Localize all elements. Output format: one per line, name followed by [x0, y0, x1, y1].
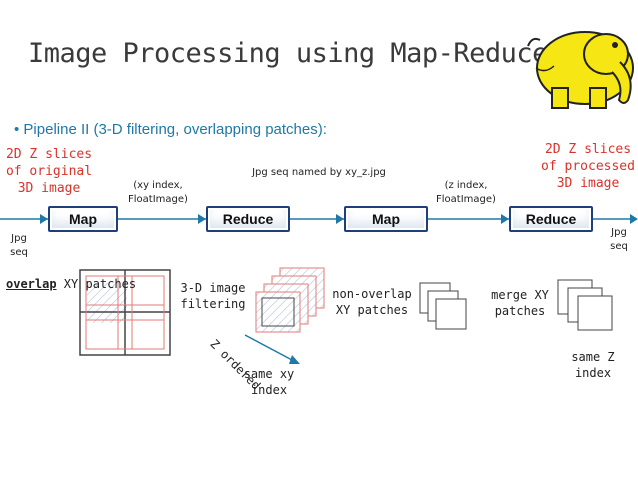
non-overlap-stack [419, 282, 467, 330]
map-stage-2: Map [344, 206, 428, 232]
same-z-index-label: same Z index [571, 350, 615, 380]
input-slices-label: 2D Z slices of original 3D image [5, 147, 93, 196]
pipeline-bullet: • Pipeline II (3-D filtering, overlappin… [14, 121, 327, 138]
input-jpg-seq-label: Jpg seq [10, 233, 28, 258]
merge-stack [557, 279, 613, 331]
z-ordered-arrow [244, 334, 293, 361]
map-stage-1: Map [48, 206, 118, 232]
overlap-patches-figure [79, 269, 171, 356]
overlap-patches-label: overlap XY patches [6, 276, 136, 292]
edge-label-z-index: (z index, FloatImage) [436, 180, 496, 205]
filtered-slices-figure [255, 267, 325, 333]
reduce-stage-1: Reduce [206, 206, 290, 232]
reduce-stage-2: Reduce [509, 206, 593, 232]
filtering-label: 3-D image filtering [180, 281, 246, 311]
overlap-rest: XY patches [56, 277, 137, 291]
edge-label-xy-index: (xy index, FloatImage) [128, 180, 188, 205]
same-xy-index-label: same xy index [243, 367, 295, 397]
overlap-bold: overlap [6, 277, 57, 291]
slide-title: Image Processing using Map-Reduce [28, 38, 548, 69]
non-overlap-label: non-overlap XY patches [332, 287, 412, 317]
output-slices-label: 2D Z slices of processed 3D image [541, 142, 635, 191]
output-jpg-seq-label: Jpg seq [610, 227, 628, 252]
hadoop-elephant-icon [527, 31, 634, 109]
edge-label-jpg-seq: Jpg seq named by xy_z.jpg [252, 167, 386, 178]
merge-patches-label: merge XY patches [491, 288, 549, 318]
